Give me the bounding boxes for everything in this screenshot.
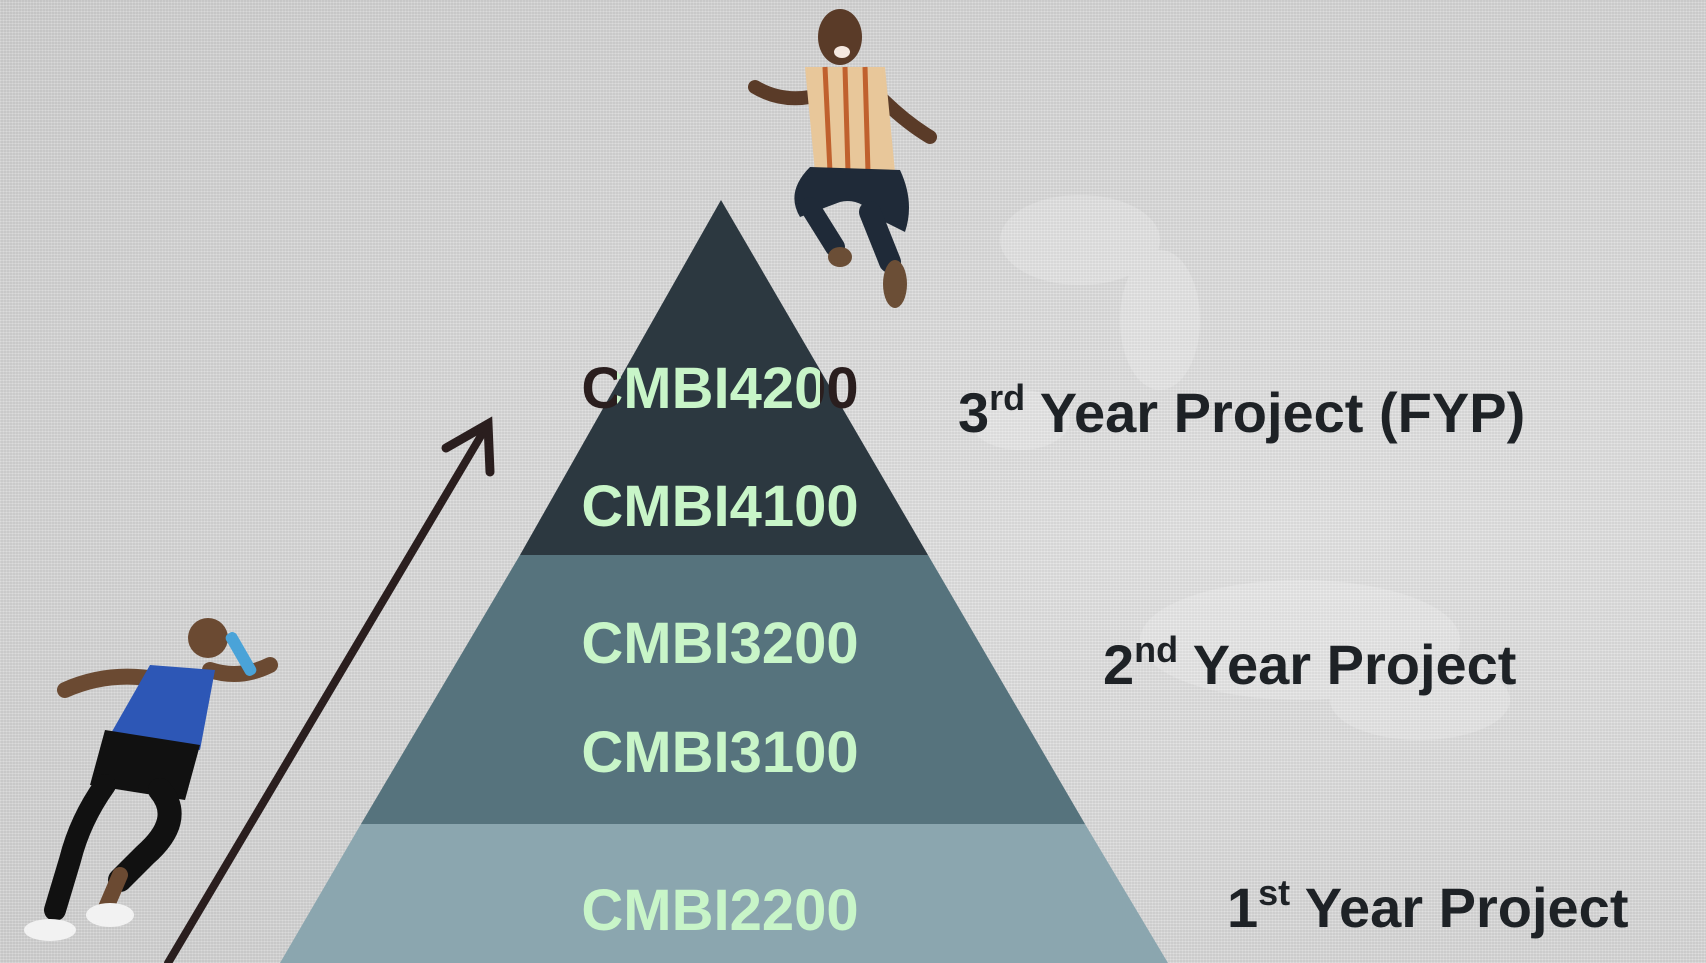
label-first-year-text: Year Project (1290, 876, 1629, 939)
label-third-year-number: 3 (958, 381, 990, 444)
label-first-year: 1st Year Project (1227, 875, 1628, 936)
label-second-year-number: 2 (1103, 633, 1135, 696)
code-cmbi4200: CMBI4200 (500, 360, 940, 418)
label-first-year-suffix: st (1258, 872, 1291, 913)
code-cmbi3200: CMBI3200 (581, 611, 859, 676)
pyramid-tier-middle (361, 555, 1085, 824)
label-second-year: 2nd Year Project (1103, 632, 1516, 693)
code-cmbi3100: CMBI3100 (581, 720, 859, 785)
label-third-year-suffix: rd (989, 377, 1026, 418)
label-third-year-text: Year Project (FYP) (1025, 381, 1526, 444)
pyramid-tier-bottom (280, 824, 1168, 963)
code-cmbi4200-text: CMBI4200 (581, 356, 859, 421)
sprinter-photo (24, 618, 278, 941)
jumping-man-photo (748, 9, 937, 308)
label-second-year-suffix: nd (1134, 629, 1179, 670)
pyramid-tier-top (520, 200, 928, 555)
label-second-year-text: Year Project (1178, 633, 1517, 696)
label-third-year: 3rd Year Project (FYP) (958, 380, 1525, 441)
code-cmbi2200: CMBI2200 (581, 878, 859, 943)
label-first-year-number: 1 (1227, 876, 1259, 939)
code-cmbi4100: CMBI4100 (581, 474, 859, 539)
